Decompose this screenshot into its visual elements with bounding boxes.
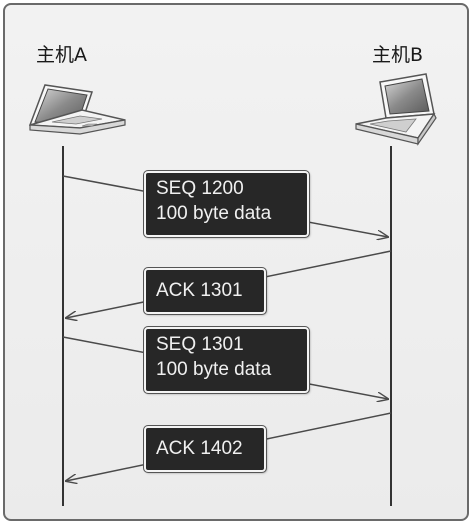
message-box-ack: ACK 1301 bbox=[143, 267, 267, 315]
message-box-ack: ACK 1402 bbox=[143, 425, 267, 473]
message-text: 100 byte data bbox=[156, 359, 272, 380]
message-box-seq: SEQ 1200 100 byte data bbox=[143, 170, 310, 238]
message-text: 100 byte data bbox=[156, 203, 272, 224]
laptop-icon bbox=[28, 84, 126, 135]
message-box-seq: SEQ 1301 100 byte data bbox=[143, 326, 310, 394]
host-b-label: 主机B bbox=[372, 44, 424, 66]
message-text: SEQ 1301 bbox=[156, 334, 244, 355]
message-text: ACK 1301 bbox=[156, 280, 243, 301]
host-a-label: 主机A bbox=[36, 44, 87, 66]
laptop-icon bbox=[355, 73, 437, 146]
message-text: SEQ 1200 bbox=[156, 178, 244, 199]
message-text: ACK 1402 bbox=[156, 438, 243, 459]
